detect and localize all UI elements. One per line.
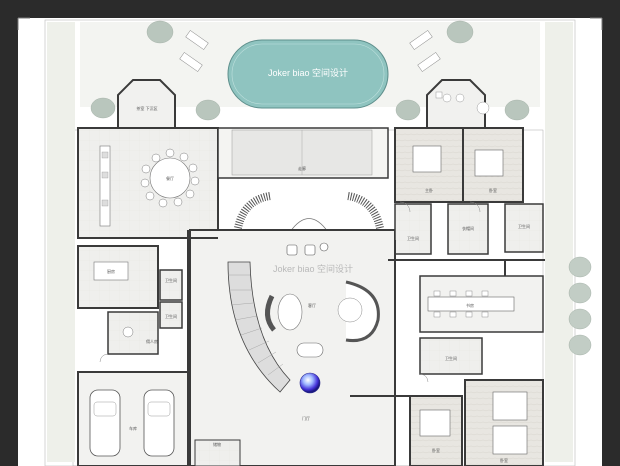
dining-counter [99,145,111,227]
dining-table [149,157,191,199]
lounge-sofa-left [265,294,276,332]
bath-top-room [159,269,183,301]
kitchen-island [93,261,129,281]
bath-top-label: 卫生间 [165,277,177,283]
bath-r2-label: 卫生间 [518,223,530,229]
servant-label: 佣人房 [146,338,158,344]
side-store-room [194,439,241,466]
lounge-label: 客厅 [308,302,316,308]
study-label: 书房 [466,302,474,308]
sphere-logo-icon [299,372,321,394]
interior-walls [78,230,545,466]
bed-r4a [492,391,528,421]
walkin-room [447,203,489,255]
grass-strip-left [47,22,75,462]
sun-loungers [179,30,441,72]
crop-marks [17,17,603,30]
pool-inner-edge [231,43,385,105]
arch-entry [289,218,329,233]
pavilion-right-furniture [435,91,490,115]
lounge-table [337,297,363,323]
study-chairs [433,290,489,318]
dining-label: 餐厅 [166,175,174,181]
garage-cars [89,389,175,457]
lounge-chair [296,342,324,358]
bed-r3 [419,409,451,437]
spiral-staircase [227,261,291,393]
lounge-sofa-curved [345,280,380,343]
bed-r3-label: 卧室 [432,447,440,453]
walkin-label: 衣帽间 [462,225,474,231]
bed-r4b [492,425,528,455]
grass-strip-right [545,22,573,462]
bath-mid-label: 卫生间 [165,313,177,319]
hall-watermark: Joker biao 空间设计 [273,263,353,274]
pavilion-left [117,79,176,128]
entry-label: 门厅 [302,415,310,421]
door-swings [99,201,481,383]
bath-r3-room [419,337,483,375]
swimming-pool [227,39,389,109]
spiral-steps [228,274,284,376]
bed-r2 [474,149,504,177]
corridor-label: 走廊 [298,165,306,171]
pool-watermark: Joker biao 空间设计 [268,67,348,78]
dining-chairs [140,148,200,208]
garage-label: 车库 [129,425,137,431]
pavilion-right [426,79,486,128]
bath-mid-room [159,301,183,329]
bed-r2-label: 卧室 [489,187,497,193]
counter-items [101,151,109,207]
bed-r4-label: 卧室 [500,457,508,463]
bath-r1-room [394,203,432,255]
bath-r3-label: 卫生间 [445,355,457,361]
bath-r1-label: 卫生间 [407,235,419,241]
study-table [427,296,515,312]
servant-table [122,326,134,338]
kitchen-label: 厨房 [107,268,115,274]
garage-car-details [93,401,171,417]
shrubs-right [568,256,592,356]
lounge-ottoman [277,293,303,331]
pavilion-label: 茶室 下沉区 [136,105,157,111]
hall-armchairs [286,242,329,256]
side-store-label: 储物 [213,441,221,447]
bath-r2-room [504,203,544,253]
bed-r1-label: 主卧 [425,187,433,193]
bed-r1 [412,145,442,173]
site-boundary [44,19,576,466]
